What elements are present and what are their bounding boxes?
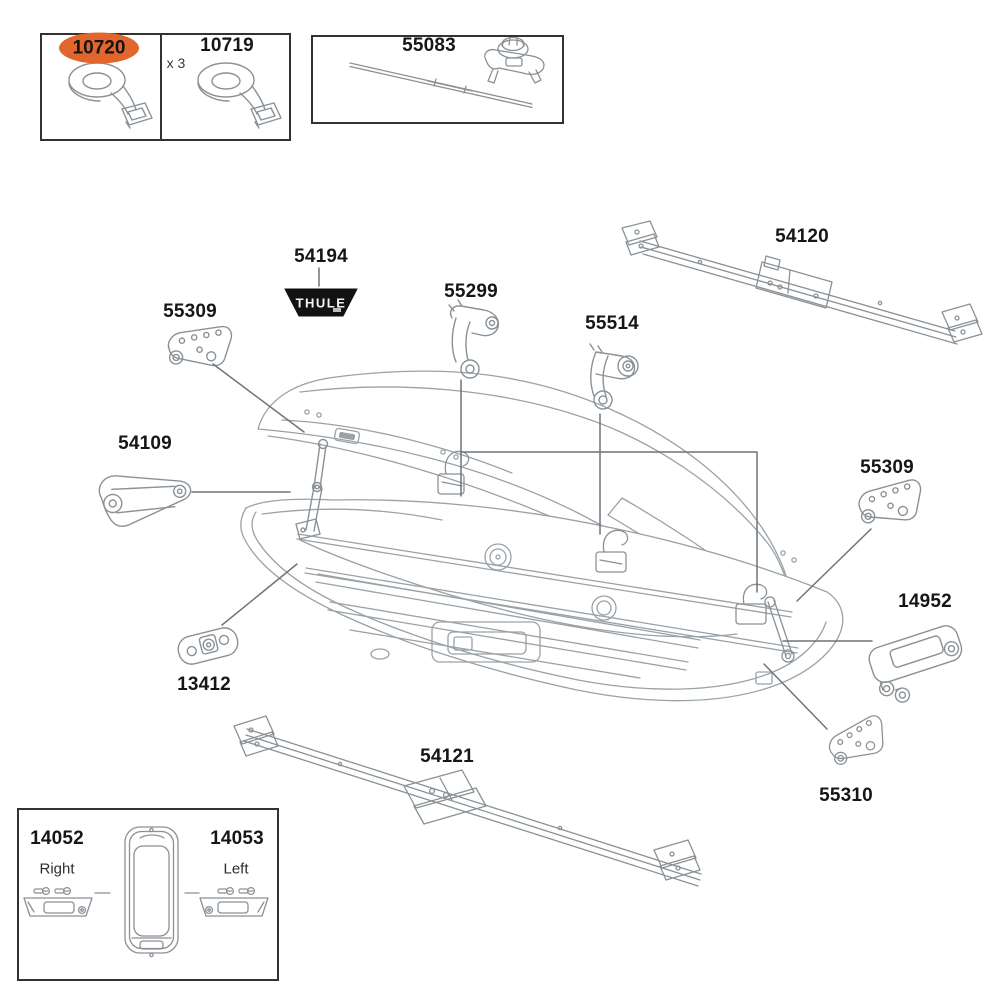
quantity-label-10719: x 3 bbox=[166, 55, 186, 71]
part-label-55514: 55514 bbox=[585, 313, 639, 334]
part-label-55310: 55310 bbox=[819, 785, 873, 806]
bracket-55310-icon bbox=[823, 713, 891, 767]
strap-kit-divider bbox=[160, 35, 162, 139]
part-label-55083: 55083 bbox=[402, 35, 456, 56]
part-label-54194: 54194 bbox=[294, 246, 348, 267]
lever-54109-icon bbox=[98, 475, 192, 527]
leader-lines bbox=[191, 267, 873, 730]
bracket-55299-icon bbox=[448, 299, 500, 379]
thule-badge-label: THULE bbox=[295, 295, 347, 311]
end-caps-frame bbox=[17, 808, 279, 981]
latch-icons bbox=[437, 450, 795, 663]
part-label-55309-right: 55309 bbox=[860, 457, 914, 478]
part-label-13412: 13412 bbox=[177, 674, 231, 695]
rail-54121-art bbox=[233, 715, 702, 887]
part-label-54120: 54120 bbox=[775, 226, 829, 247]
side-label-left: Left bbox=[223, 860, 249, 878]
rod-55083-art bbox=[349, 62, 533, 109]
rail-54120-art bbox=[621, 220, 983, 345]
roofbox-base-art bbox=[240, 498, 844, 702]
part-label-54109: 54109 bbox=[118, 433, 172, 454]
part-label-10719: 10719 bbox=[200, 35, 254, 56]
endcap-14053-icon bbox=[199, 886, 269, 917]
side-label-right: Right bbox=[39, 860, 75, 878]
clamp-55083-icon bbox=[484, 36, 545, 84]
part-label-55309-left: 55309 bbox=[163, 301, 217, 322]
plate-13412-icon bbox=[177, 627, 239, 665]
part-label-10720-highlighted: 10720 bbox=[59, 32, 139, 64]
bracket-55309-left-icon bbox=[166, 323, 233, 368]
lid-strut-art bbox=[295, 438, 329, 540]
part-label-55299: 55299 bbox=[444, 281, 498, 302]
bracket-55309-right-icon bbox=[856, 478, 924, 525]
thule-badge-icon bbox=[284, 288, 358, 317]
box-topview-art bbox=[124, 826, 179, 958]
strap-kit-frame bbox=[40, 33, 291, 141]
clamp-14952-icon bbox=[868, 625, 963, 703]
part-label-14052: 14052 bbox=[30, 828, 84, 849]
bracket-55514-icon bbox=[589, 343, 639, 410]
part-label-14053: 14053 bbox=[210, 828, 264, 849]
part-label-54121: 54121 bbox=[420, 746, 474, 767]
part-label-14952: 14952 bbox=[898, 591, 952, 612]
tool-kit-frame bbox=[311, 35, 564, 124]
endcap-14052-icon bbox=[23, 886, 93, 917]
